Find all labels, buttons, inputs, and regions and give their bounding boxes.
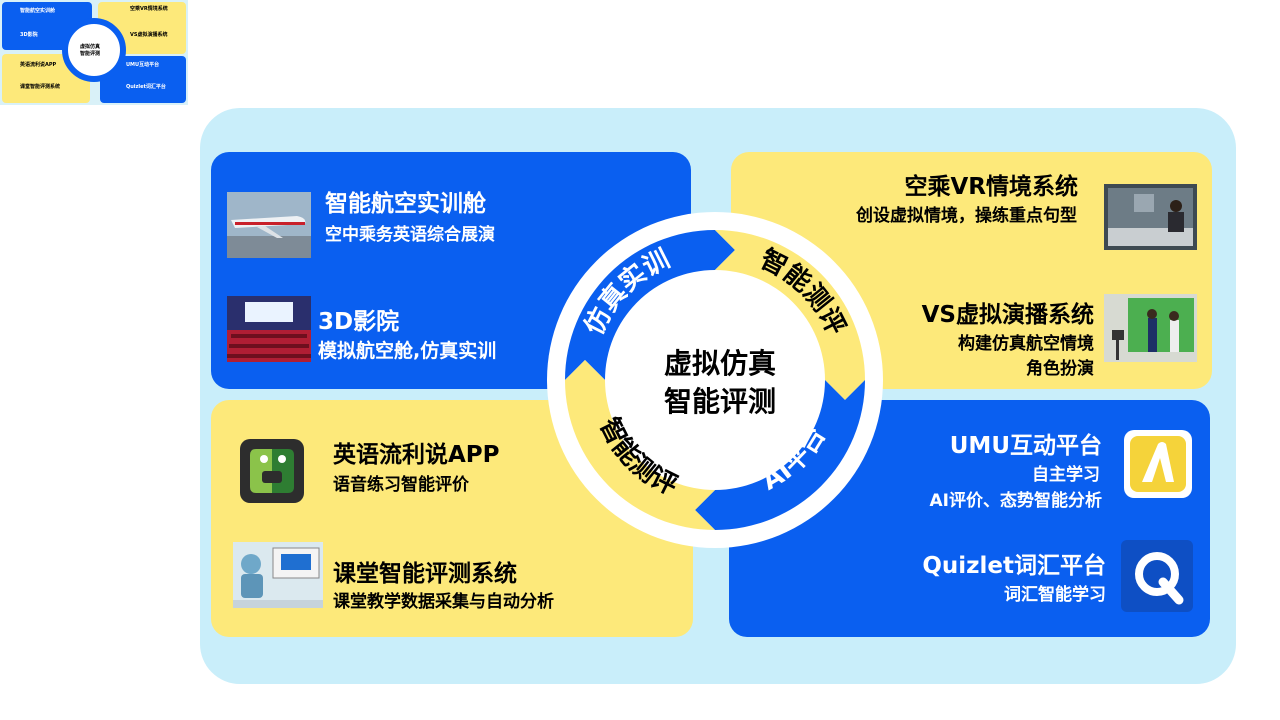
cinema-image <box>227 296 311 362</box>
item-title: 英语流利说APP <box>333 442 500 468</box>
item-subtitle: 模拟航空舱,仿真实训 <box>318 340 497 362</box>
thumb-text: 空乘VR情境系统 <box>130 6 168 12</box>
item-title: 课堂智能评测系统 <box>333 561 517 587</box>
thumb-text: 智能航空实训舱 <box>20 8 56 14</box>
center-line1: 虚拟仿真 <box>663 347 776 380</box>
item-title: 3D影院 <box>318 309 400 335</box>
thumb-text: Quizlet词汇平台 <box>126 84 166 90</box>
ring-arrow-tr <box>715 230 865 400</box>
thumb-text: 英语流利说APP <box>20 62 57 68</box>
item-title: 空乘VR情境系统 <box>904 174 1078 200</box>
ring-arrow-bl <box>565 360 715 530</box>
item-subtitle: 角色扮演 <box>1026 359 1094 379</box>
thumb-text: 课堂智能评测系统 <box>20 84 61 90</box>
center-line2: 智能评测 <box>663 385 776 418</box>
item-subtitle: AI评价、态势智能分析 <box>929 491 1102 511</box>
item-subtitle: 词汇智能学习 <box>1004 585 1106 605</box>
item-subtitle: 创设虚拟情境，操练重点句型 <box>856 206 1077 226</box>
item-subtitle: 课堂教学数据采集与自动分析 <box>333 592 554 612</box>
item-title: Quizlet词汇平台 <box>922 553 1106 579</box>
item-title: UMU互动平台 <box>949 433 1102 459</box>
cycle-ring: 仿真实训 智能测评 智能测评 AI平台 <box>547 212 883 548</box>
center-title: 虚拟仿真 智能评测 <box>620 345 820 421</box>
item-title: 智能航空实训舱 <box>325 191 486 217</box>
app-icon[interactable] <box>238 437 306 505</box>
classroom-image <box>233 542 323 608</box>
vr-image <box>1104 184 1197 250</box>
thumb-text: 3D影院 <box>20 32 38 38</box>
thumb-center: 智能评测 <box>80 51 101 57</box>
item-title: VS虚拟演播系统 <box>921 302 1094 328</box>
airplane-image <box>227 192 311 258</box>
umu-icon[interactable] <box>1122 428 1194 500</box>
item-subtitle: 自主学习 <box>1032 465 1100 485</box>
item-subtitle: 构建仿真航空情境 <box>958 334 1094 354</box>
studio-image <box>1104 294 1197 362</box>
item-subtitle: 空中乘务英语综合展演 <box>325 225 495 245</box>
thumb-center: 虚拟仿真 <box>80 44 101 50</box>
ring-arrow-tl <box>565 230 735 380</box>
quizlet-icon[interactable] <box>1121 540 1193 612</box>
ring-arrow-br <box>695 380 865 530</box>
thumbnail-preview[interactable]: 智能航空实训舱 3D影院 空乘VR情境系统 VS虚拟演播系统 英语流利说APP … <box>0 0 188 105</box>
item-subtitle: 语音练习智能评价 <box>333 475 469 495</box>
thumb-text: VS虚拟演播系统 <box>130 32 168 38</box>
thumb-text: UMU互动平台 <box>126 62 160 68</box>
